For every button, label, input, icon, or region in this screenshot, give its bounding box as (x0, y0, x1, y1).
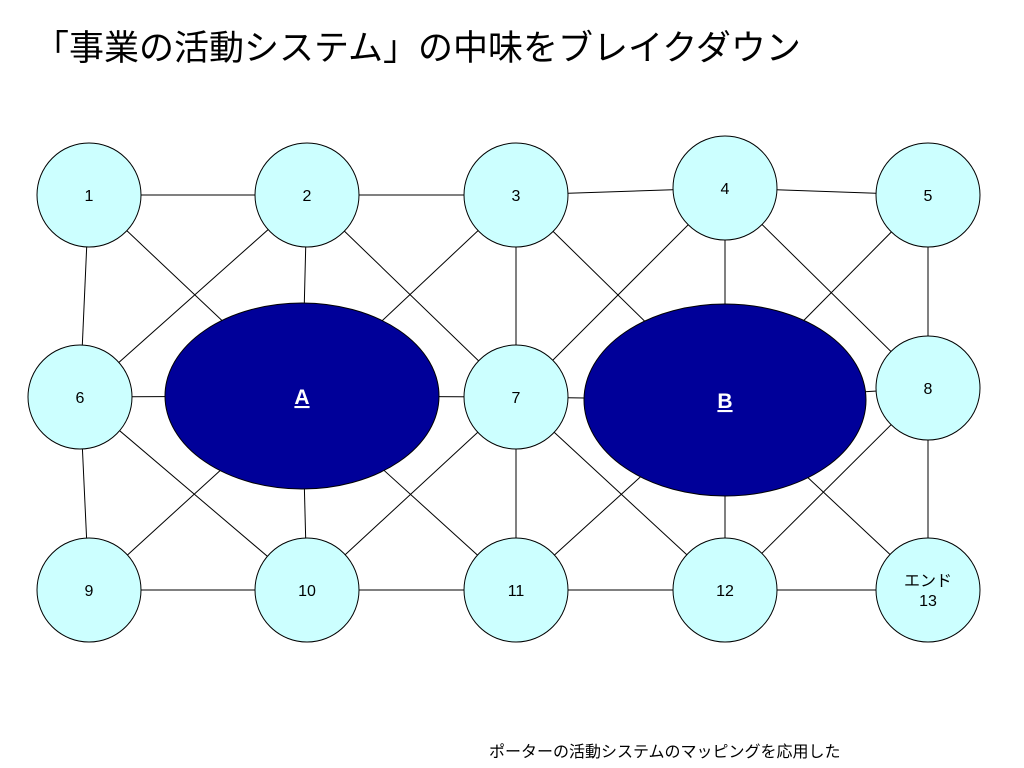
footnote: ポーターの活動システムのマッピングを応用した (489, 742, 841, 761)
node-label: 1 (85, 188, 94, 205)
node-label: 7 (512, 390, 521, 407)
node-label: 5 (924, 188, 933, 205)
diagram-title: 「事業の活動システム」の中味をブレイクダウン (34, 29, 801, 69)
node-7: 7 (463, 344, 569, 450)
node-13: エンド 13 (875, 537, 981, 643)
node-9: 9 (36, 537, 142, 643)
node-label: 10 (298, 583, 316, 600)
node-11: 11 (463, 537, 569, 643)
node-label: 11 (508, 583, 525, 600)
node-label: 8 (924, 381, 933, 398)
node-circle (36, 537, 142, 643)
node-4: 4 (672, 135, 778, 241)
hub-ellipse (164, 302, 440, 490)
node-6: 6 (27, 344, 133, 450)
node-label: 12 (716, 583, 734, 600)
node-circle (254, 537, 360, 643)
node-8: 8 (875, 335, 981, 441)
node-circle (463, 344, 569, 450)
node-circle (463, 142, 569, 248)
node-label: 4 (721, 181, 730, 198)
node-2: 2 (254, 142, 360, 248)
node-label: 2 (303, 188, 312, 205)
node-circle (254, 142, 360, 248)
node-1: 1 (36, 142, 142, 248)
node-circle (27, 344, 133, 450)
node-label: エンド (904, 573, 952, 590)
hub-label: B (717, 390, 732, 413)
hub-A: A (164, 302, 440, 490)
node-circle (875, 537, 981, 643)
node-5: 5 (875, 142, 981, 248)
hub-B: B (583, 303, 867, 497)
node-circle (875, 142, 981, 248)
node-circle (875, 335, 981, 441)
node-3: 3 (463, 142, 569, 248)
node-label: 9 (85, 583, 94, 600)
node-10: 10 (254, 537, 360, 643)
node-circle (36, 142, 142, 248)
node-label: 3 (512, 188, 521, 205)
node-label: 6 (76, 390, 85, 407)
node-label: 13 (919, 593, 937, 610)
node-12: 12 (672, 537, 778, 643)
hub-ellipse (583, 303, 867, 497)
node-circle (463, 537, 569, 643)
node-circle (672, 135, 778, 241)
hub-label: A (294, 386, 309, 409)
node-circle (672, 537, 778, 643)
